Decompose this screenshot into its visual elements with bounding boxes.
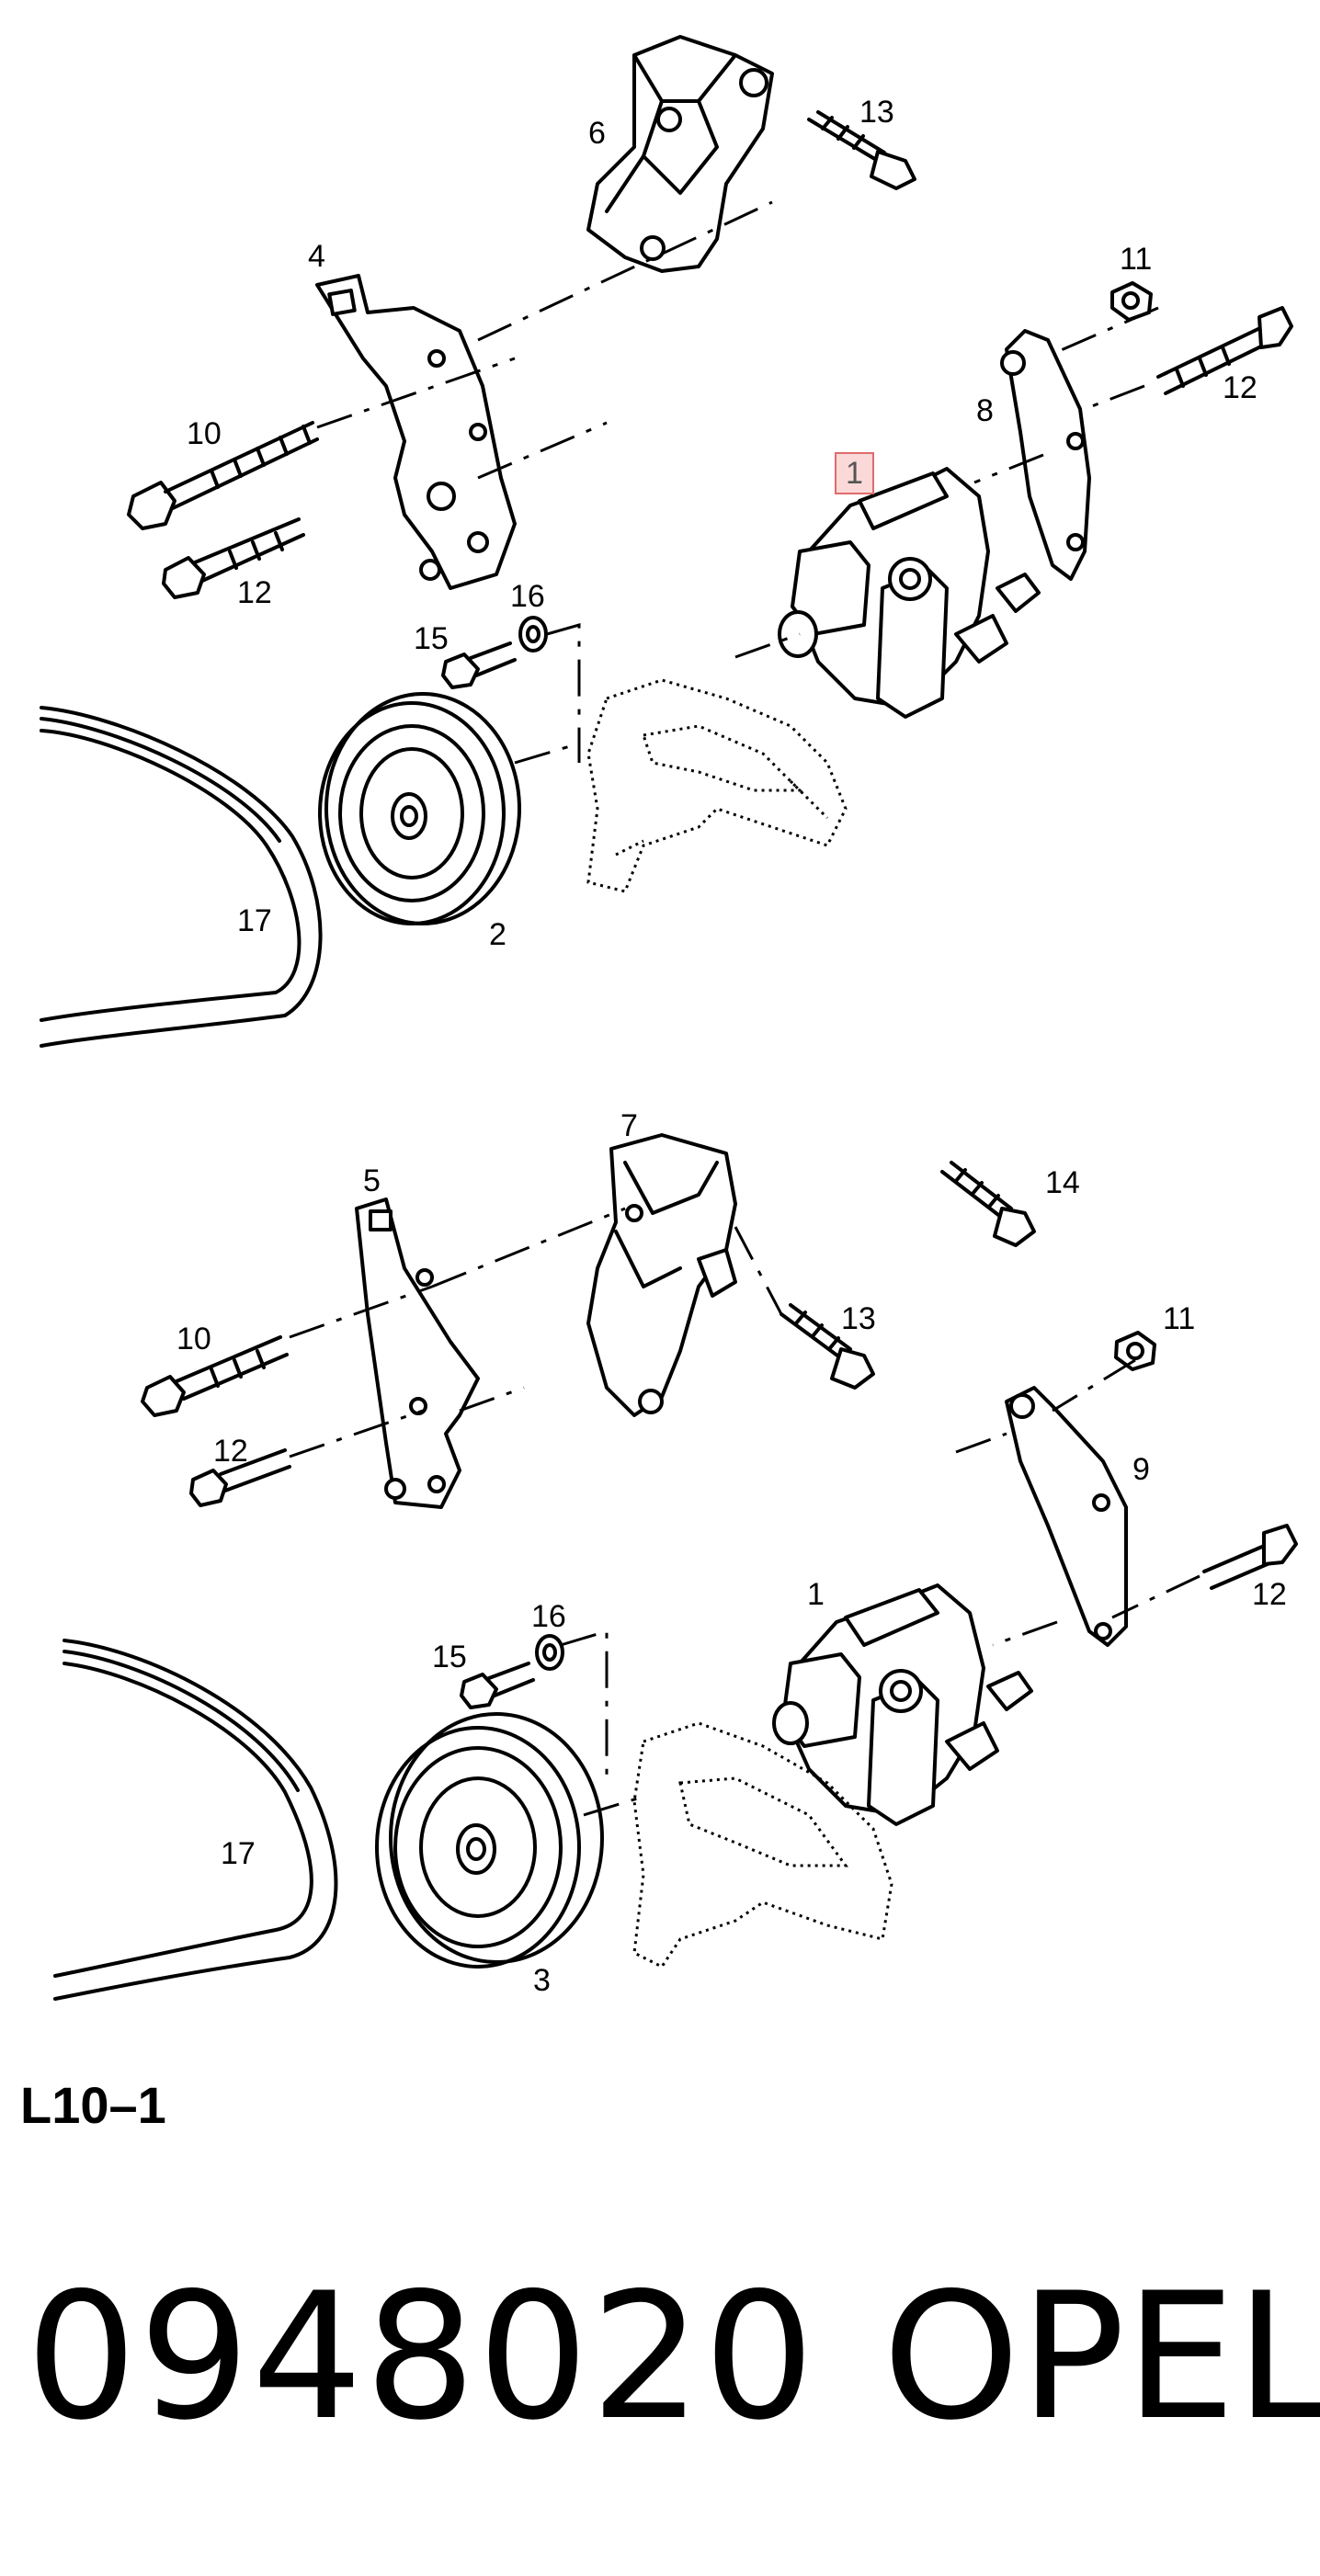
bolt-13 <box>807 110 916 190</box>
bolt-10 <box>127 421 319 530</box>
belt-17-top <box>40 706 323 1048</box>
callout-4: 4 <box>308 239 325 274</box>
callout-10: 10 <box>187 416 222 451</box>
callout-6: 6 <box>588 116 606 151</box>
callout-13: 13 <box>859 95 894 130</box>
callout-7: 7 <box>620 1108 638 1143</box>
callout-5: 5 <box>363 1163 381 1198</box>
callout-14: 14 <box>1045 1165 1080 1200</box>
bracket-4 <box>315 274 517 590</box>
bracket-8 <box>1000 329 1091 581</box>
dotted-bracket-bottom <box>632 1721 893 1969</box>
bolt-10-bottom <box>141 1335 289 1417</box>
brand-name: OPEL <box>882 2255 1320 2458</box>
power-steering-pump-top <box>778 467 1041 719</box>
callout-17: 17 <box>221 1836 256 1871</box>
callout-12: 12 <box>237 575 272 610</box>
callout-17: 17 <box>237 903 272 938</box>
figure-code: L10–1 <box>20 2076 166 2134</box>
callout-15: 15 <box>414 621 449 656</box>
callout-16: 16 <box>510 579 545 614</box>
callout-12: 12 <box>1252 1577 1287 1612</box>
bracket-5 <box>355 1197 480 1509</box>
washer-16-bottom <box>535 1634 564 1671</box>
callout-15: 15 <box>432 1640 467 1674</box>
bolt-15 <box>441 641 517 689</box>
callout-9: 9 <box>1132 1452 1150 1487</box>
callout-13: 13 <box>841 1301 876 1336</box>
callout-1-highlighted: 1 <box>835 452 874 494</box>
pulley-3 <box>375 1712 604 1969</box>
bolt-12-right <box>1156 306 1293 395</box>
washer-16 <box>518 616 548 653</box>
callout-3: 3 <box>533 1963 551 1998</box>
pulley-2 <box>318 692 521 925</box>
bolt-12-left <box>162 517 305 599</box>
bolt-12-bottom-right <box>1202 1524 1298 1590</box>
nut-11-bottom <box>1114 1331 1156 1371</box>
bolt-12-bottom-left <box>189 1448 291 1507</box>
bottom-assembly <box>53 1133 1298 2001</box>
bracket-6 <box>586 35 774 273</box>
callout-1: 1 <box>807 1577 825 1612</box>
top-assembly <box>40 35 1293 1048</box>
bracket-9 <box>1005 1386 1128 1647</box>
callout-11: 11 <box>1163 1301 1196 1336</box>
callout-12: 12 <box>213 1434 248 1469</box>
bolt-13-bottom <box>779 1303 875 1390</box>
belt-17-bottom <box>53 1639 338 2001</box>
bolt-15-bottom <box>460 1662 535 1709</box>
callout-12: 12 <box>1223 370 1257 405</box>
callout-16: 16 <box>531 1599 566 1634</box>
callout-10: 10 <box>176 1322 211 1356</box>
callout-8: 8 <box>976 393 994 428</box>
dotted-bracket-top <box>586 678 848 893</box>
bolt-14 <box>940 1161 1036 1247</box>
part-number: 0948020 <box>26 2255 817 2458</box>
callout-2: 2 <box>489 917 506 952</box>
power-steering-pump-bottom <box>772 1583 1033 1826</box>
bracket-7 <box>586 1133 737 1417</box>
callout-11: 11 <box>1120 242 1153 277</box>
